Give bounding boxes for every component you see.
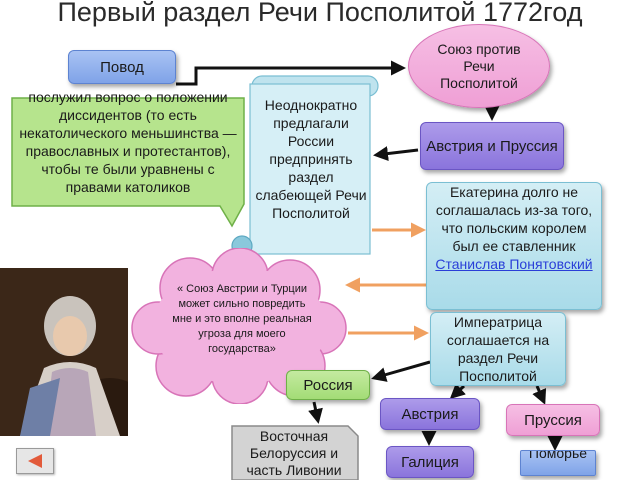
ekaterina-text: Екатерина долго не соглашалась из-за тог… xyxy=(435,184,593,254)
russia-box: Россия xyxy=(286,370,370,400)
arrow-empress-to-russia xyxy=(371,360,431,382)
povod-note-text: послужил вопрос о положении диссидентов … xyxy=(19,89,237,195)
povod-note-shape xyxy=(11,97,245,228)
povod-box: Повод xyxy=(68,50,176,84)
ekaterina-link[interactable]: Станислав Понятовский xyxy=(435,256,593,272)
ekaterina-box: Екатерина долго не соглашалась из-за тог… xyxy=(426,182,602,310)
belorussia-shape xyxy=(231,425,359,480)
belorussia-text: Восточная Белоруссия и часть Ливонии xyxy=(246,428,342,478)
austria-box: Австрия xyxy=(380,398,480,430)
portrait-art xyxy=(0,268,128,436)
arrow-empress-to-austria xyxy=(449,383,466,400)
empress-box: Императрица соглашается на раздел Речи П… xyxy=(430,312,566,386)
scroll-shape xyxy=(231,75,379,257)
arrow-austria-prussia-to-scroll xyxy=(373,146,419,162)
portrait-image xyxy=(0,268,128,436)
prussia-box: Пруссия xyxy=(506,404,600,436)
pomorie-text: Поморье xyxy=(528,450,588,461)
povod-note: послужил вопрос о положении диссидентов … xyxy=(10,89,246,232)
galicia-box: Галиция xyxy=(386,446,474,478)
scroll-note: Неоднократно предлагали России предприня… xyxy=(230,74,380,260)
arrow-russia-to-belorussia xyxy=(308,401,323,424)
arrow-povod-to-soyuz xyxy=(176,60,406,86)
pomorie-box: Поморье xyxy=(520,450,596,476)
cloud-shape xyxy=(131,248,347,404)
quote-cloud: « Союз Австрии и Турции может сильно пов… xyxy=(130,248,350,404)
belorussia-note: Восточная Белоруссия и часть Ливонии xyxy=(230,424,360,480)
page-title: Первый раздел Речи Посполитой 1772год xyxy=(57,0,583,27)
scroll-text: Неоднократно предлагали России предприня… xyxy=(255,97,367,221)
triangle-left-icon xyxy=(28,454,42,468)
back-button[interactable] xyxy=(16,448,54,474)
austria-prussia-box: Австрия и Пруссия xyxy=(420,122,564,170)
soyuz-ellipse: Союз против Речи Посполитой xyxy=(408,24,550,108)
arrow-empress-to-prussia xyxy=(532,385,547,405)
cloud-text: « Союз Австрии и Турции может сильно пов… xyxy=(172,283,312,355)
